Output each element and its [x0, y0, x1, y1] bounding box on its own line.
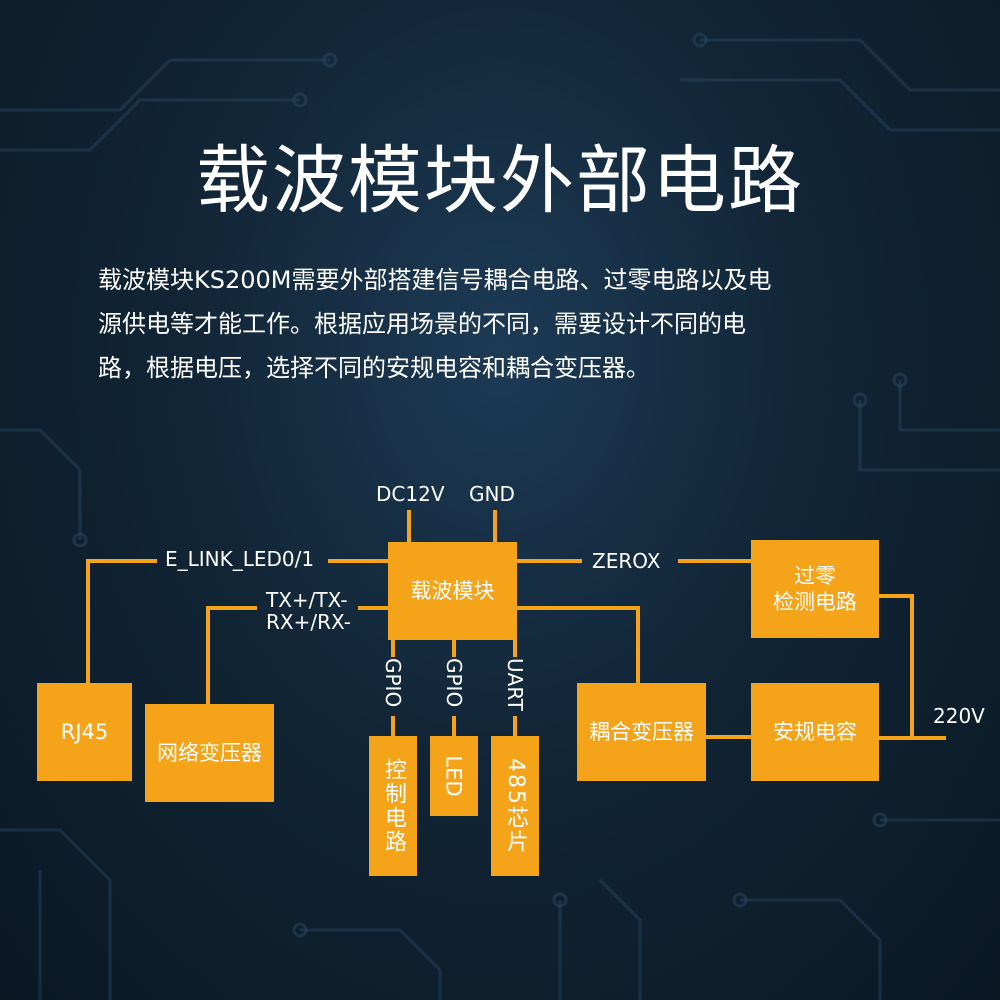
label-tx: TX+/TX- [266, 588, 348, 612]
label-zerox: ZEROX [592, 549, 661, 573]
label-gpio-2: GPIO [442, 658, 466, 708]
description-line-1: 载波模块KS200M需要外部搭建信号耦合电路、过零电路以及电 [98, 266, 772, 294]
wire-e-link-led [86, 559, 157, 685]
carrier-module-block: 载波模块 [388, 542, 517, 640]
label-rx: RX+/RX- [266, 610, 351, 634]
label-220v: 220V [933, 704, 985, 728]
chip-485-label: 485芯片 [503, 758, 528, 854]
control-circuit-block: 控制电路 [369, 736, 417, 876]
led-label: LED [441, 755, 466, 797]
wire-module-coupling [515, 606, 640, 685]
rj45-label: RJ45 [60, 720, 109, 744]
description-line-2: 源供电等才能工作。根据应用场景的不同，需要设计不同的电 [98, 310, 746, 338]
network-transformer-label: 网络变压器 [157, 741, 262, 765]
control-circuit-label: 控制电路 [381, 758, 406, 854]
page-title: 载波模块外部电路 [196, 138, 804, 224]
label-gnd: GND [469, 482, 515, 506]
safety-capacitor-block: 安规电容 [751, 683, 879, 781]
zero-cross-label-line-1: 过零 [794, 564, 836, 588]
label-uart: UART [503, 658, 527, 711]
coupling-transformer-label: 耦合变压器 [589, 720, 694, 744]
description-line-3: 路，根据电压，选择不同的安规电容和耦合变压器。 [98, 354, 650, 382]
network-transformer-block: 网络变压器 [145, 704, 274, 802]
label-gpio-1: GPIO [381, 658, 405, 708]
zero-cross-label-line-2: 检测电路 [773, 590, 857, 614]
description: 载波模块KS200M需要外部搭建信号耦合电路、过零电路以及电 源供电等才能工作。… [98, 258, 898, 390]
rj45-block: RJ45 [37, 683, 132, 781]
zero-cross-detection-block: 过零 检测电路 [751, 540, 879, 638]
label-dc12v: DC12V [376, 482, 445, 506]
led-block: LED [430, 736, 478, 816]
safety-capacitor-label: 安规电容 [773, 720, 857, 744]
chip-485-block: 485芯片 [491, 736, 539, 876]
wire-tx-rx [206, 606, 257, 706]
carrier-module-label: 载波模块 [410, 579, 495, 603]
coupling-transformer-block: 耦合变压器 [577, 683, 706, 781]
label-e-link-led: E_LINK_LED0/1 [165, 547, 315, 571]
wire-zero-cross-220v [877, 594, 914, 740]
